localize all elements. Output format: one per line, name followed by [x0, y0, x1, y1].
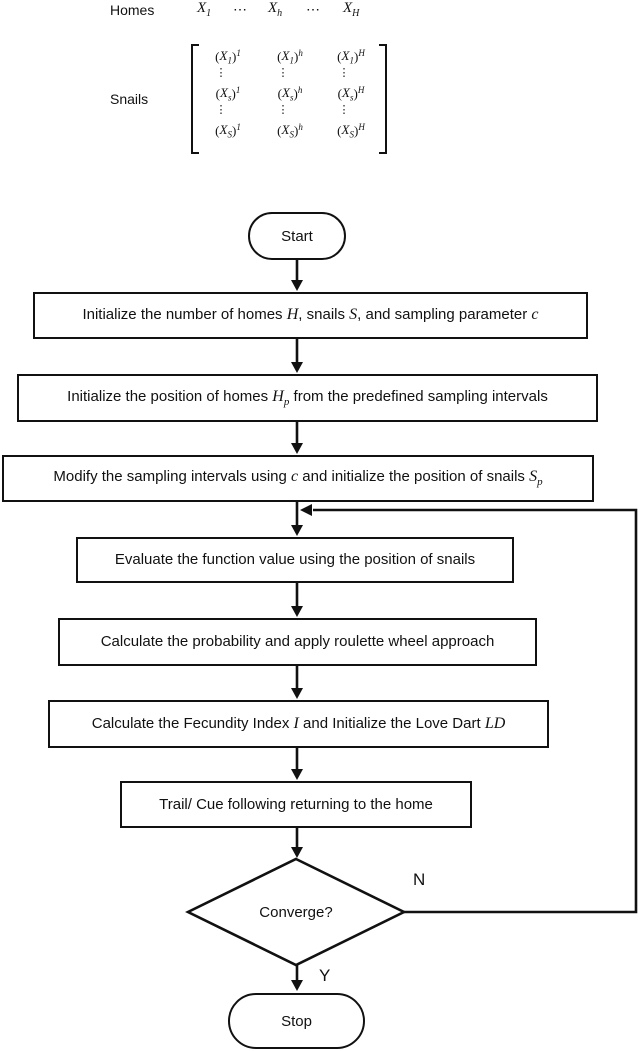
- arrowhead: [291, 606, 303, 617]
- step-init-params: Initialize the number of homes H, snails…: [33, 292, 588, 339]
- arrowhead: [291, 280, 303, 291]
- step-evaluate: Evaluate the function value using the po…: [76, 537, 514, 583]
- matrix-grid: (X1)1 (X1)h (X1)H ⋮ ⋮ ⋮ (Xs)1 (Xs)h (Xs)…: [197, 46, 381, 142]
- matrix-cell: (XS)H: [337, 122, 365, 140]
- step-trail: Trail/ Cue following returning to the ho…: [120, 781, 472, 828]
- step-label: Initialize the position of homes Hp from…: [67, 387, 548, 408]
- matrix-bracket-left: [191, 44, 199, 154]
- matrix-cell: (X1)h: [277, 48, 303, 66]
- matrix-cell: (X1)1: [215, 48, 241, 66]
- step-label: Calculate the probability and apply roul…: [100, 633, 495, 651]
- homes-symbol-x1: X1: [197, 0, 212, 19]
- matrix-cell: (Xs)H: [337, 85, 365, 103]
- homes-symbol-xH: XH: [343, 0, 360, 19]
- stop-node: Stop: [228, 993, 365, 1049]
- matrix-vdots: ⋮: [277, 67, 289, 79]
- decision-label: Converge?: [259, 903, 333, 921]
- snails-matrix: (X1)1 (X1)h (X1)H ⋮ ⋮ ⋮ (Xs)1 (Xs)h (Xs)…: [191, 44, 387, 154]
- matrix-vdots: ⋮: [277, 104, 289, 116]
- step-label: Calculate the Fecundity Index I and Init…: [91, 714, 506, 732]
- arrowhead: [291, 980, 303, 991]
- matrix-bracket-right: [379, 44, 387, 154]
- start-node: Start: [248, 212, 346, 260]
- step-modify-intervals: Modify the sampling intervals using c an…: [2, 455, 594, 502]
- step-label: Trail/ Cue following returning to the ho…: [159, 795, 433, 813]
- ellipsis: ⋯: [306, 1, 321, 17]
- matrix-cell: (X1)H: [337, 48, 365, 66]
- arrowhead: [291, 769, 303, 780]
- homes-symbol-xh: Xh: [268, 0, 283, 19]
- stop-label: Stop: [281, 1012, 312, 1030]
- matrix-cell: (Xs)1: [215, 85, 241, 103]
- matrix-vdots: ⋮: [338, 67, 350, 79]
- step-label: Modify the sampling intervals using c an…: [53, 468, 543, 489]
- snails-label: Snails: [110, 91, 149, 107]
- arrowhead: [291, 688, 303, 699]
- matrix-cell: (Xs)h: [277, 85, 303, 103]
- homes-label: Homes: [110, 2, 155, 18]
- step-label: Evaluate the function value using the po…: [114, 551, 476, 569]
- arrowhead-feedback: [300, 504, 312, 516]
- arrowhead: [291, 362, 303, 373]
- matrix-cell: (XS)h: [277, 122, 303, 140]
- arrowhead: [291, 443, 303, 454]
- step-label: Initialize the number of homes H, snails…: [82, 306, 539, 324]
- matrix-vdots: ⋮: [338, 104, 350, 116]
- no-branch-label: N: [413, 870, 426, 889]
- matrix-vdots: ⋮: [215, 104, 227, 116]
- arrowhead: [291, 847, 303, 858]
- arrowhead: [291, 525, 303, 536]
- ellipsis: ⋯: [233, 1, 248, 17]
- matrix-cell: (XS)1: [215, 122, 241, 140]
- step-probability: Calculate the probability and apply roul…: [58, 618, 537, 666]
- matrix-vdots: ⋮: [215, 67, 227, 79]
- step-init-homes: Initialize the position of homes Hp from…: [17, 374, 598, 422]
- start-label: Start: [281, 227, 313, 245]
- yes-branch-label: Y: [319, 966, 331, 985]
- step-fecundity: Calculate the Fecundity Index I and Init…: [48, 700, 549, 748]
